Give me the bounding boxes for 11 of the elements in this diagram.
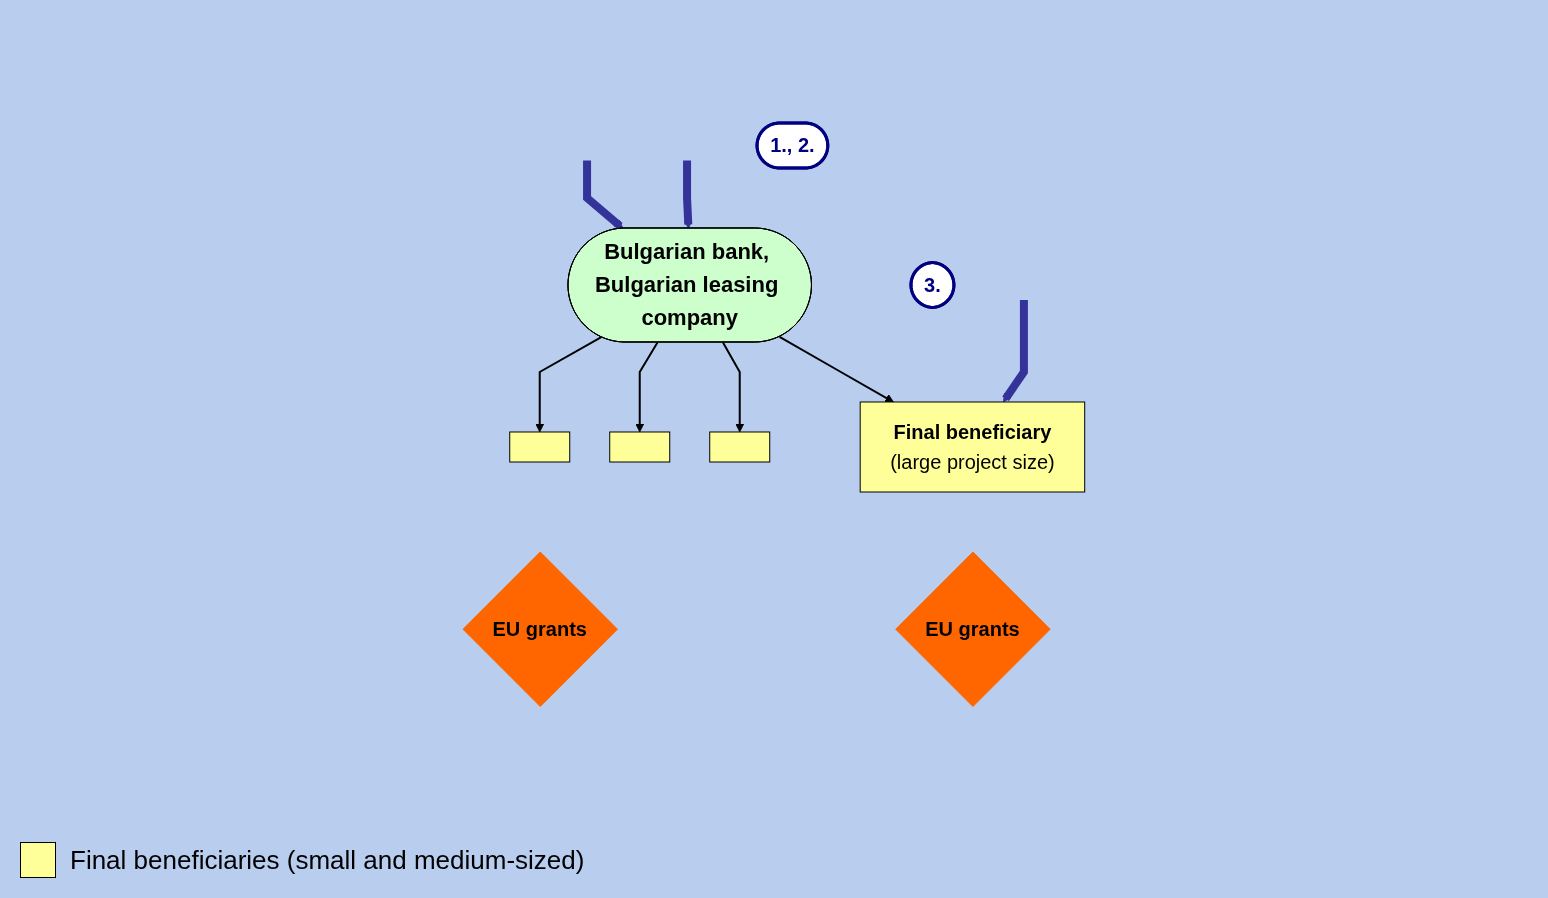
arrow [535,336,603,433]
arrow [778,336,895,403]
node-box [509,431,571,463]
node-box [709,431,771,463]
node-diamond: EU grants [895,551,1051,708]
node-box [609,431,671,463]
node-diamond: EU grants [462,551,619,708]
legend-text: Final beneficiaries (small and medium-sized) [70,844,585,876]
arrow [635,341,659,433]
arrow [722,341,745,433]
node-box: Final beneficiary (large project size) [859,401,1086,493]
